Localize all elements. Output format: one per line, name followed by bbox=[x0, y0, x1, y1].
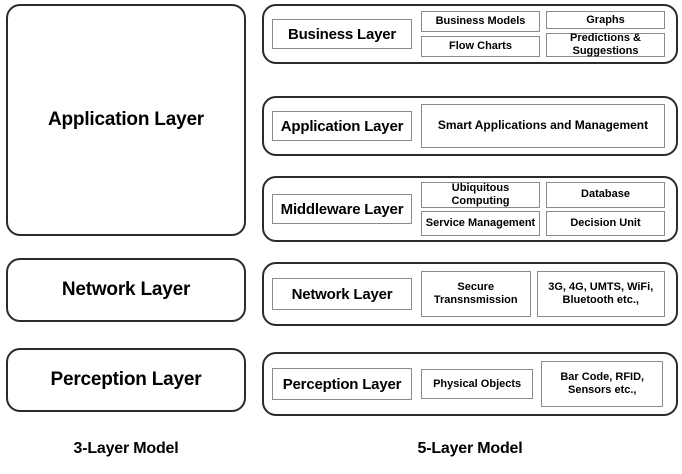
component-physical-objects: Physical Objects bbox=[421, 369, 534, 399]
component-ubiquitous-computing: Ubiquitous Computing bbox=[421, 182, 540, 208]
five-layer-model-caption: 5-Layer Model bbox=[417, 440, 523, 457]
component-smart-applications-and-management: Smart Applications and Management bbox=[421, 104, 665, 148]
three-layer-perception-layer-label: Perception Layer bbox=[50, 369, 202, 390]
five-layer-perception-layer-label: Perception Layer bbox=[272, 368, 412, 400]
component-predictions-suggestions: Predictions & Suggestions bbox=[546, 32, 665, 57]
component-flow-charts: Flow Charts bbox=[421, 36, 540, 57]
three-layer-application-layer-label: Application Layer bbox=[47, 109, 205, 130]
perception-layer-components: Physical Objects Bar Code, RFID, Sensors… bbox=[418, 349, 668, 419]
five-layer-middleware-layer-row: Middleware Layer Ubiquitous Computing Se… bbox=[262, 176, 678, 242]
five-layer-application-layer-label: Application Layer bbox=[272, 111, 412, 141]
five-layer-network-layer-label: Network Layer bbox=[272, 278, 412, 310]
component-sensing-devices: Bar Code, RFID, Sensors etc., bbox=[541, 361, 664, 407]
component-business-models: Business Models bbox=[421, 11, 540, 32]
five-layer-business-layer-label: Business Layer bbox=[272, 19, 412, 49]
middleware-layer-column-right: Database Decision Unit bbox=[543, 178, 668, 240]
three-layer-model-caption: 3-Layer Model bbox=[73, 440, 179, 457]
component-graphs: Graphs bbox=[546, 11, 665, 29]
business-layer-column-right: Graphs Predictions & Suggestions bbox=[543, 6, 668, 62]
component-secure-transmission: Secure Transnsmission bbox=[421, 271, 531, 317]
middleware-layer-column-left: Ubiquitous Computing Service Management bbox=[418, 178, 543, 240]
component-decision-unit: Decision Unit bbox=[546, 210, 665, 236]
middleware-layer-components: Ubiquitous Computing Service Management … bbox=[418, 178, 668, 240]
five-layer-perception-layer-row: Perception Layer Physical Objects Bar Co… bbox=[262, 352, 678, 416]
business-layer-components: Business Models Flow Charts Graphs Predi… bbox=[418, 6, 668, 62]
three-layer-application-layer-box: Application Layer bbox=[6, 4, 246, 236]
three-layer-network-layer-box: Network Layer bbox=[6, 258, 246, 322]
five-layer-network-layer-row: Network Layer Secure Transnsmission 3G, … bbox=[262, 262, 678, 326]
application-layer-components: Smart Applications and Management bbox=[418, 93, 668, 159]
five-layer-middleware-layer-label: Middleware Layer bbox=[272, 194, 412, 224]
three-layer-network-layer-label: Network Layer bbox=[61, 279, 191, 300]
five-layer-business-layer-row: Business Layer Business Models Flow Char… bbox=[262, 4, 678, 64]
component-network-technologies: 3G, 4G, UMTS, WiFi, Bluetooth etc., bbox=[536, 271, 665, 317]
three-layer-perception-layer-box: Perception Layer bbox=[6, 348, 246, 412]
business-layer-column-left: Business Models Flow Charts bbox=[418, 6, 543, 62]
five-layer-application-layer-row: Application Layer Smart Applications and… bbox=[262, 96, 678, 156]
network-layer-components: Secure Transnsmission 3G, 4G, UMTS, WiFi… bbox=[418, 259, 668, 329]
component-database: Database bbox=[546, 182, 665, 208]
component-service-management: Service Management bbox=[421, 211, 540, 236]
